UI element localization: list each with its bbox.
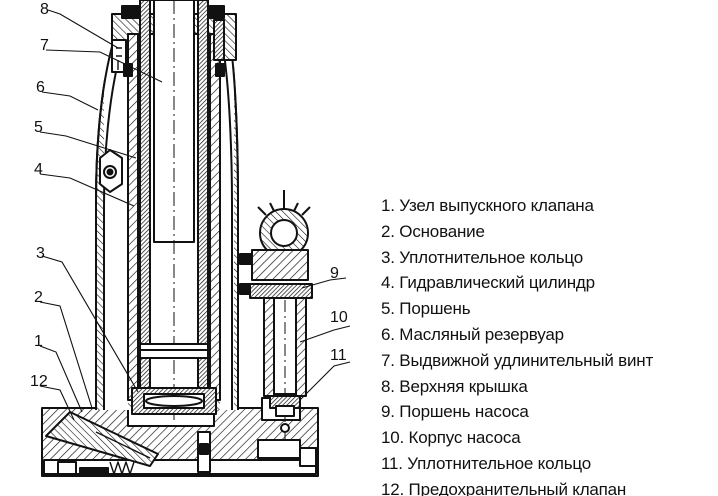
callout-5: 5	[34, 119, 43, 136]
callout-10: 10	[330, 309, 348, 326]
leader-9	[301, 277, 347, 289]
legend-item: 3. Уплотнительное кольцо	[381, 247, 583, 267]
leader-1	[39, 345, 83, 413]
piston-wall-right	[197, 0, 209, 389]
legend-item: 6. Масляный резервуар	[381, 324, 564, 344]
legend-item: 7. Выдвижной удлинительный винт	[381, 350, 654, 370]
pump-body-left	[263, 297, 275, 397]
leader-4	[39, 173, 135, 207]
cylinder-wall-left	[127, 33, 139, 401]
callout-1: 1	[34, 333, 43, 350]
release-valve-assembly	[45, 411, 317, 477]
callout-11: 11	[330, 347, 347, 364]
cylinder-wall-right	[209, 33, 221, 401]
leader-3	[41, 255, 139, 393]
pump-assembly	[239, 190, 313, 440]
pump-piston-head	[249, 283, 313, 299]
legend-item: 8. Верхняя крышка	[381, 376, 528, 396]
legend-item: 9. Поршень насоса	[381, 402, 529, 422]
leader-8	[47, 9, 119, 49]
leader-11	[299, 361, 351, 401]
leader-6	[41, 91, 99, 111]
callout-12: 12	[30, 373, 48, 390]
piston-wall-left	[139, 0, 151, 389]
legend-item: 12. Предохранительный клапан	[381, 479, 627, 496]
legend-item: 10. Корпус насоса	[381, 428, 521, 448]
callout-3: 3	[36, 245, 45, 262]
legend-item: 11. Уплотнительное кольцо	[381, 453, 591, 473]
leader-10	[299, 325, 351, 343]
safety-valve-plug	[57, 461, 77, 475]
pump-body-right	[295, 297, 307, 397]
leader-2	[39, 301, 93, 409]
callout-7: 7	[40, 37, 49, 54]
callout-numbers: 8 7 6 5 4 3 2 1 12 9 10 11	[30, 1, 348, 390]
leader-5	[39, 131, 137, 159]
leader-lines	[39, 9, 351, 421]
legend-item: 4. Гидравлический цилиндр	[381, 273, 595, 293]
legend-item: 1. Узел выпускного клапана	[381, 196, 594, 215]
callout-9: 9	[330, 265, 339, 282]
release-valve-screw	[45, 411, 159, 467]
legend-item: 5. Поршень	[381, 299, 471, 319]
jack-body	[41, 0, 319, 477]
legend-item: 2. Основание	[381, 221, 485, 241]
callout-8: 8	[40, 1, 49, 18]
callout-6: 6	[36, 79, 45, 96]
parts-legend: 1. Узел выпускного клапана 2. Основание …	[381, 193, 653, 496]
callout-2: 2	[34, 289, 43, 306]
callout-4: 4	[34, 161, 43, 178]
leader-7	[45, 49, 163, 83]
leader-12	[39, 385, 75, 421]
